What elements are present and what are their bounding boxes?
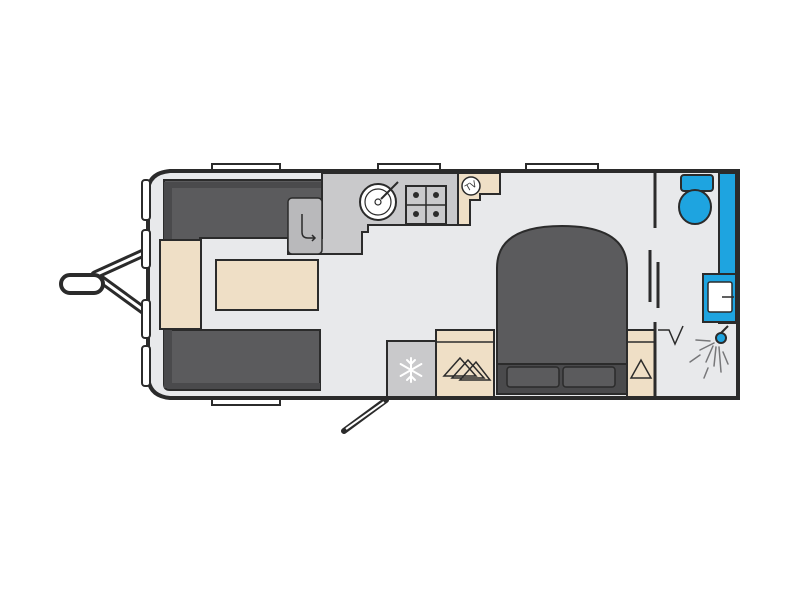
front-windows	[141, 179, 151, 387]
wardrobe-left	[435, 329, 495, 398]
shower-spray-icon	[689, 339, 729, 379]
shower-head-icon	[715, 332, 727, 344]
front-chest	[159, 239, 202, 330]
bathroom-door	[658, 325, 684, 346]
corner-cupboard	[287, 197, 323, 255]
coat-hanger-icon	[629, 358, 653, 379]
tv-cabinet: TV	[457, 172, 501, 226]
basin-icon	[702, 273, 737, 323]
snowflake-icon	[399, 357, 423, 383]
coat-hanger-icon	[442, 356, 492, 381]
tow-hitch	[59, 245, 153, 319]
side-windows	[211, 163, 599, 406]
bathroom-partition	[648, 171, 660, 398]
tv-icon	[461, 176, 481, 196]
sink-icon	[359, 181, 399, 221]
island-bed	[496, 224, 628, 395]
table	[215, 259, 319, 311]
entrance-door[interactable]	[341, 397, 389, 434]
pillow-right	[562, 366, 616, 388]
pillow-left	[506, 366, 560, 388]
hitch-coupling	[59, 273, 105, 295]
wardrobe-right	[626, 329, 656, 398]
gas-hob-icon	[405, 185, 447, 225]
bathroom	[678, 172, 737, 344]
toilet-icon	[678, 174, 714, 225]
front-sofa-bottom	[163, 329, 321, 391]
fridge	[386, 340, 437, 398]
